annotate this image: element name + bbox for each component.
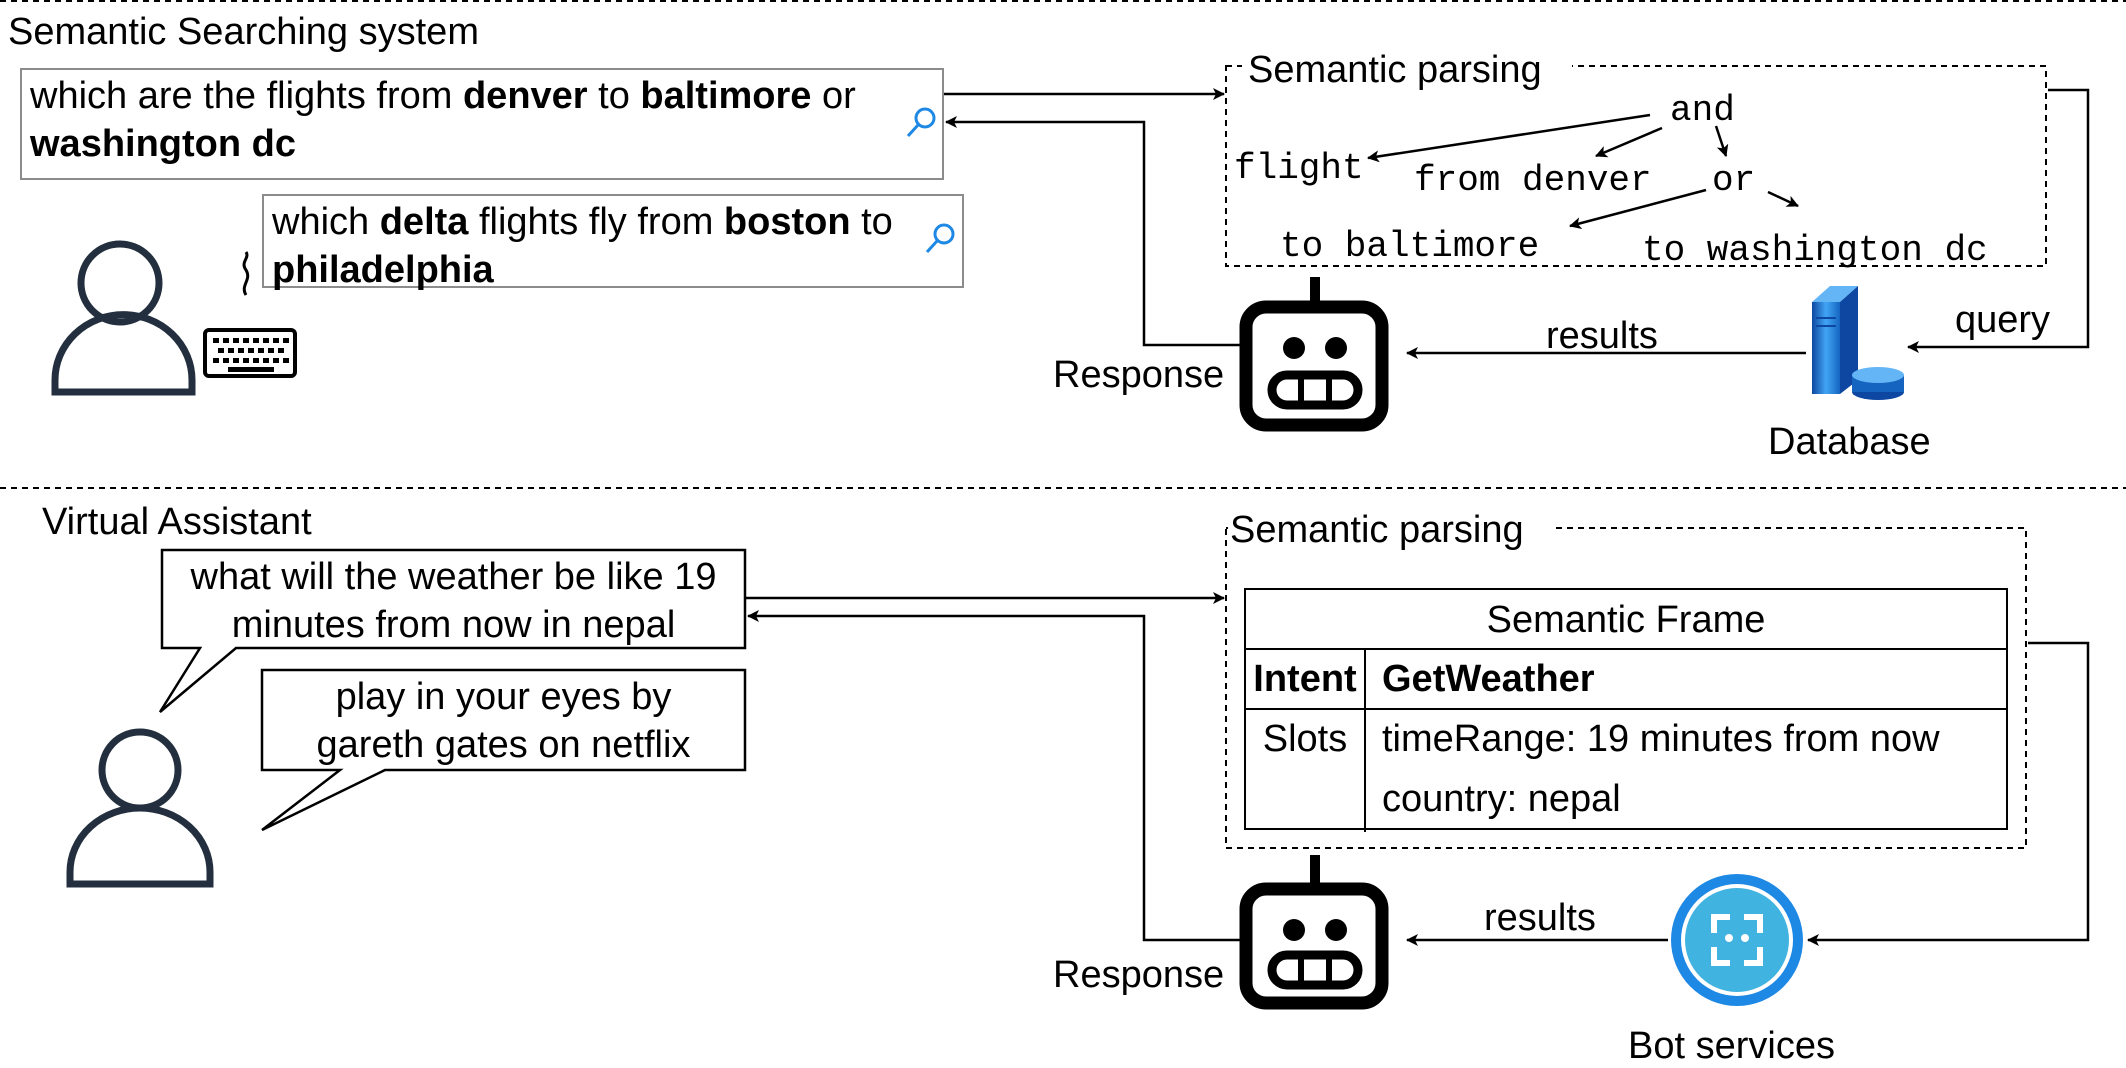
query-label: query	[1955, 299, 2050, 341]
slot-value: timeRange: 19 minutes from now	[1382, 718, 1940, 760]
semantic-parsing-box	[1225, 65, 2047, 267]
slots-key: Slots	[1262, 718, 1348, 760]
utterance-line: gareth gates on netflix	[316, 724, 691, 766]
query-entity: baltimore	[640, 75, 812, 117]
query-text: which are the flights from	[30, 75, 463, 117]
semantic-parsing-label-bg	[1228, 508, 1554, 548]
parse-tree: and flight from denver or to baltimore t…	[1234, 90, 1988, 271]
frame-column-divider	[1364, 650, 1366, 832]
tree-node-from-denver: from denver	[1414, 160, 1652, 201]
speech-bubble	[158, 548, 747, 713]
bottom-connectors	[746, 592, 2090, 946]
response-to-utterance-arrow	[747, 610, 1244, 942]
tree-node-to-washington: to washington dc	[1642, 230, 1988, 271]
query-text: to	[587, 75, 641, 117]
query-entity: boston	[723, 201, 851, 243]
query-text: to	[850, 201, 893, 243]
utterance-1: what will the weather be like 19 minutes…	[162, 553, 745, 649]
bottom-section-title: Virtual Assistant	[42, 501, 312, 543]
query-text: which	[272, 201, 380, 243]
semantic-frame-table: Semantic Frame Intent GetWeather Slots t…	[1244, 588, 2008, 832]
utterance-line: what will the weather be like 19	[190, 556, 717, 598]
intent-value: GetWeather	[1382, 658, 1595, 700]
tree-node-and: and	[1670, 90, 1735, 131]
keyboard-icon	[203, 251, 297, 378]
query-entity: washington dc	[30, 123, 296, 165]
tree-node-to-baltimore: to baltimore	[1280, 226, 1539, 267]
database-label: Database	[1768, 421, 1931, 463]
search-query-box[interactable]: which delta flights fly from boston to ph…	[262, 194, 964, 291]
tree-node-flight: flight	[1234, 148, 1364, 189]
parse-tree-edges	[1367, 113, 1799, 229]
semantic-parsing-label: Semantic parsing	[1248, 49, 1542, 91]
intent-key: Intent	[1253, 658, 1357, 700]
utterance-line: minutes from now in nepal	[231, 604, 676, 646]
response-label: Response	[1053, 954, 1224, 996]
results-label: results	[1484, 897, 1596, 939]
query-entity: denver	[462, 75, 588, 117]
response-to-query-arrow	[945, 116, 1244, 347]
utterance-line: play in your eyes by	[335, 676, 672, 718]
slot-value: country: nepal	[1382, 778, 1621, 820]
top-connectors	[943, 88, 2090, 359]
robot-icon	[1239, 855, 1389, 1010]
search-query-box[interactable]: which are the flights from denver to bal…	[20, 68, 944, 180]
database-icon	[1812, 286, 1904, 400]
robot-icon	[1239, 277, 1389, 432]
intent-row: Intent GetWeather	[1246, 650, 2006, 710]
user-icon	[51, 240, 196, 396]
bot-services-icon	[1671, 874, 1803, 1006]
query-text: flights fly from	[468, 201, 724, 243]
bot-services-label: Bot services	[1628, 1025, 1835, 1067]
query-entity: philadelphia	[272, 249, 494, 291]
semantic-parsing-label: Semantic parsing	[1230, 509, 1524, 551]
response-label: Response	[1053, 354, 1224, 396]
semantic-parsing-label-bg	[1242, 48, 1572, 88]
utterance-2: play in your eyes by gareth gates on net…	[262, 673, 745, 769]
parsing-to-bot-services-arrow	[1807, 641, 2090, 946]
results-label: results	[1546, 315, 1658, 357]
semantic-parsing-box	[1225, 527, 2027, 849]
parsing-to-database-arrow	[1907, 88, 2090, 353]
semantic-frame-title: Semantic Frame	[1246, 590, 2006, 650]
top-section-title: Semantic Searching system	[8, 11, 479, 53]
speech-bubble	[260, 668, 747, 832]
query-text: or	[811, 75, 856, 117]
user-icon	[66, 728, 214, 888]
tree-node-or: or	[1712, 160, 1755, 201]
query-entity: delta	[379, 201, 469, 243]
